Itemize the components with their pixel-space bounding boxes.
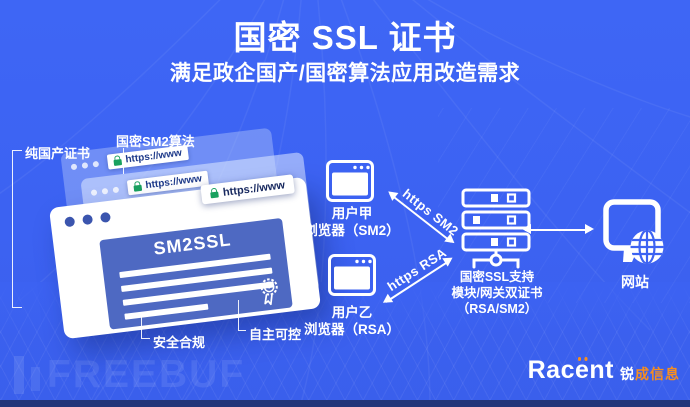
gateway-server-icon [461, 188, 531, 269]
gateway-label-line1: 国密SSL支持 [459, 270, 535, 284]
logo-latin-suffix: nt [589, 356, 614, 384]
callout-compliance: 安全合规 [153, 335, 206, 350]
window-dot [82, 214, 94, 226]
client-b-browser-icon [328, 254, 376, 296]
text-line-bar [124, 303, 209, 320]
lock-icon [113, 159, 123, 166]
globe-icon [630, 230, 664, 264]
gateway-label-line2: 模块/网关双证书 [451, 286, 543, 300]
medal-icon [260, 278, 278, 306]
browser-window-front: https://www SM2SSL [48, 174, 322, 340]
logo-umlaut-dots [577, 357, 582, 361]
client-b-label-line1: 用户乙 [331, 305, 373, 320]
logo-cn-orange: 成信息 [635, 366, 680, 382]
window-dot [81, 161, 89, 169]
freebuf-logo-icon [31, 367, 40, 391]
url-text: https://www [124, 147, 183, 166]
client-b-label-line2: 浏览器（RSA） [303, 322, 400, 337]
callout-line-pure-domestic [12, 150, 22, 308]
logo-text-latin: Rac e nt [527, 356, 614, 384]
window-dot [101, 187, 109, 195]
url-text: https://www [144, 173, 203, 192]
gateway-label-line3: （RSA/SM2） [456, 302, 538, 316]
browser-window-stack: https://www https://www [8, 127, 348, 368]
website-monitor-icon [603, 199, 664, 264]
window-dot [64, 216, 76, 228]
callout-line-controllable [238, 300, 246, 331]
racent-logo: Rac e nt 锐成信息 [527, 356, 680, 384]
logo-text-cn: 锐成信息 [620, 367, 680, 383]
window-dot [112, 186, 120, 193]
client-a-label-line2: 浏览器（SM2） [304, 223, 400, 238]
window-dot [92, 160, 100, 168]
watermark-text: FREEBUF [47, 353, 246, 396]
website-label: 网站 [621, 274, 649, 290]
client-a-label-line1: 用户甲 [331, 206, 373, 221]
client-a-browser-icon [326, 160, 374, 202]
freebuf-logo-icon [14, 356, 24, 394]
logo-latin-prefix: Rac [527, 356, 575, 384]
window-dot [70, 163, 78, 170]
page-subtitle: 满足政企国产/国密算法应用改造需求 [169, 62, 521, 85]
freebuf-watermark: FREEBUF [14, 353, 245, 397]
page-title: 国密 SSL 证书 [233, 19, 457, 56]
window-dot [99, 211, 112, 223]
logo-latin-e: e [574, 356, 590, 384]
window-dot [90, 188, 98, 196]
lock-icon [133, 184, 143, 192]
lock-icon [209, 191, 219, 199]
callout-line-compliance [141, 314, 150, 339]
callout-line-sm2 [123, 148, 124, 174]
bottom-strip [0, 400, 690, 407]
certificate-card: SM2SSL [99, 217, 293, 330]
logo-cn-white: 锐 [620, 366, 635, 382]
callout-pure-domestic: 纯国产证书 [25, 146, 91, 161]
url-text: https://www [222, 178, 286, 199]
callout-controllable: 自主可控 [249, 327, 302, 342]
callout-sm2-algorithm: 国密SM2算法 [116, 134, 195, 149]
